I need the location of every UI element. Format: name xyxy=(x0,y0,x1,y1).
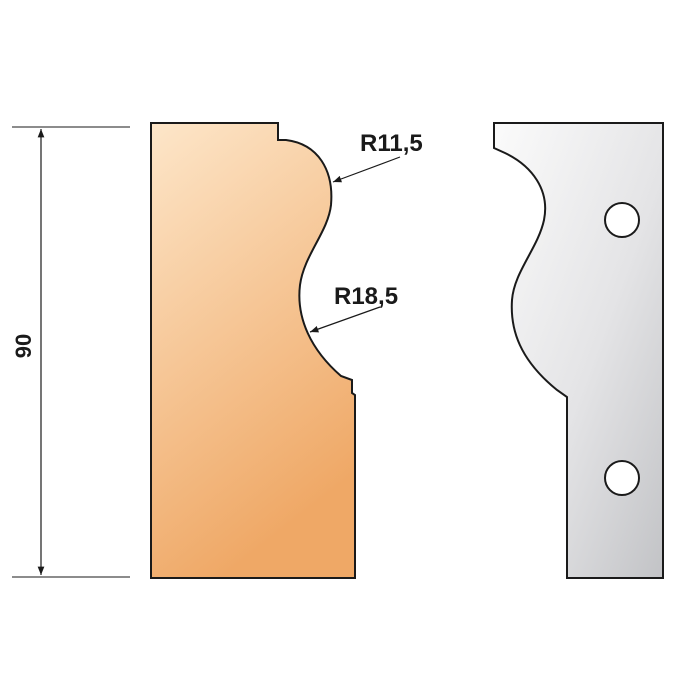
mounting-hole-bottom xyxy=(604,460,640,496)
radius-leader-r11-5 xyxy=(332,156,401,183)
radius-label-r18-5: R18,5 xyxy=(334,283,398,310)
wood-profile-shape xyxy=(150,122,356,579)
radius-leader-r18-5 xyxy=(309,306,381,333)
steel-knife-shape xyxy=(493,122,664,579)
radius-label-r11-5: R11,5 xyxy=(360,130,423,157)
mounting-hole-top xyxy=(604,202,640,238)
height-dimension-label: 90 xyxy=(11,334,36,358)
